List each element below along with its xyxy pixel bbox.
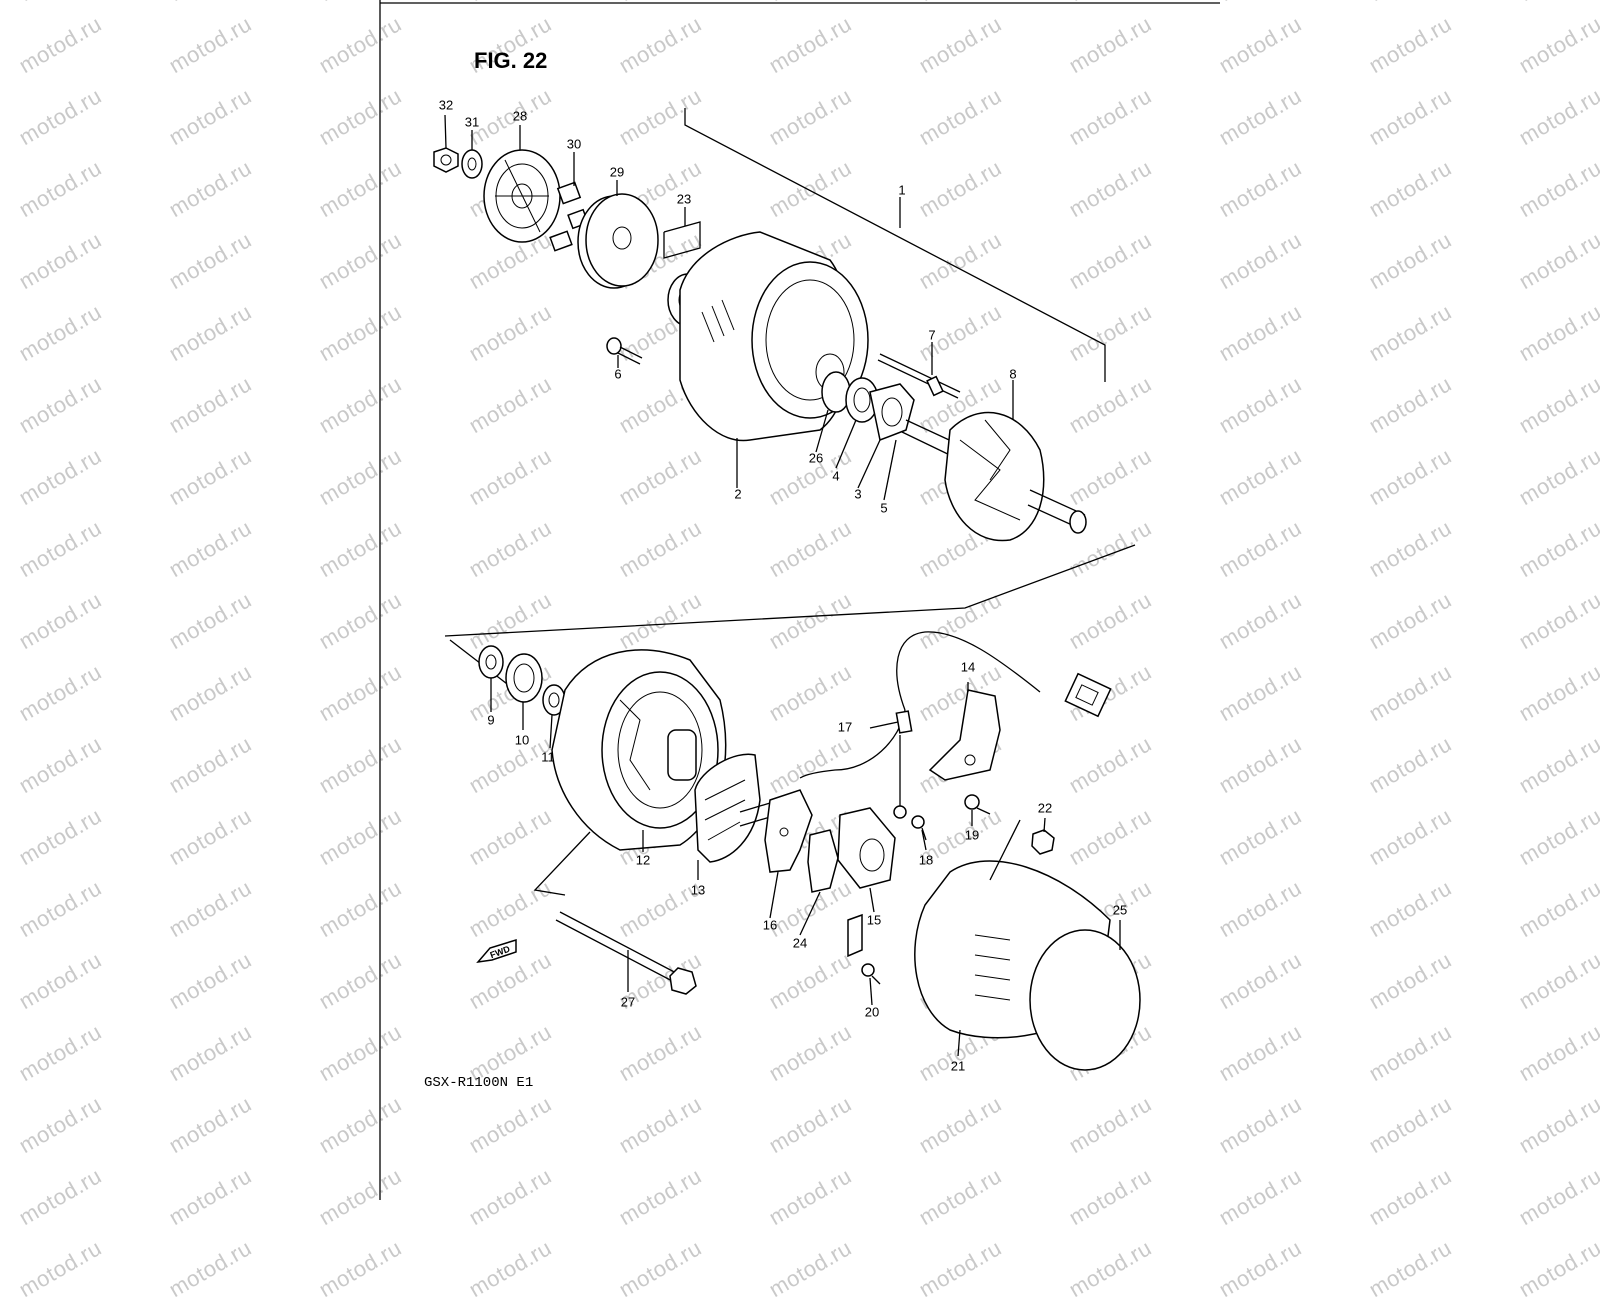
callout-23: 23 — [676, 191, 692, 207]
fwd-arrow-icon — [476, 938, 517, 964]
callout-11: 11 — [541, 749, 555, 765]
callout-5: 5 — [880, 500, 888, 516]
bracket-part-14 — [928, 689, 1001, 781]
cover-part-29 — [577, 193, 659, 289]
screw-part-6 — [606, 337, 643, 365]
callout-7: 7 — [928, 327, 936, 343]
callout-27: 27 — [620, 994, 636, 1010]
callout-13: 13 — [690, 882, 706, 898]
model-designation: GSX-R1100N E1 — [424, 1075, 534, 1091]
cap-part-25 — [1029, 929, 1141, 1071]
watermark-text: motod.ru — [1514, 1235, 1600, 1303]
callout-18: 18 — [918, 852, 934, 868]
spacer-part-30 — [549, 181, 589, 252]
exploded-view-drawing — [379, 0, 1220, 1200]
callout-9: 9 — [487, 712, 495, 728]
watermark-text: motod.ru — [14, 1235, 106, 1303]
callout-22: 22 — [1037, 800, 1053, 816]
callout-31: 31 — [464, 114, 480, 130]
bearing-part-10 — [505, 653, 543, 703]
callout-20: 20 — [864, 1004, 880, 1020]
watermark-text: motod.ru — [764, 1235, 856, 1303]
brush-holder-part-16 — [764, 789, 813, 873]
bolt-guide-line — [533, 831, 591, 896]
figure-title: FIG. 22 — [474, 48, 548, 73]
callout-19: 19 — [964, 827, 980, 843]
watermark-text: motod.ru — [1364, 1235, 1456, 1303]
screw-part-19 — [964, 794, 991, 815]
watermark-text: motod.ru — [164, 1235, 256, 1303]
watermark-text: motod.ru — [614, 1235, 706, 1303]
washer-part-9 — [478, 645, 504, 679]
callout-12: 12 — [635, 852, 651, 868]
watermark-text: motod.ru — [464, 1235, 556, 1303]
watermark-text: motod.ru — [914, 1235, 1006, 1303]
clip-part-20 — [847, 913, 881, 985]
callout-17: 17 — [837, 719, 853, 735]
callout-3: 3 — [854, 486, 862, 502]
washer-part-31 — [461, 149, 483, 179]
callout-8: 8 — [1009, 366, 1017, 382]
callout-14: 14 — [960, 659, 976, 675]
rotor-part-8 — [901, 411, 1087, 542]
leader-lines — [444, 114, 1121, 1057]
insulator-part-24 — [807, 829, 839, 893]
callout-32: 32 — [438, 97, 454, 113]
watermark-text: motod.ru — [314, 1235, 406, 1303]
screw-part-18 — [911, 815, 927, 841]
callout-21: 21 — [950, 1058, 966, 1074]
callout-1: 1 — [898, 182, 906, 198]
wire-lead-part-17 — [799, 631, 1112, 819]
ring-part-4 — [845, 377, 879, 423]
callout-24: 24 — [792, 935, 808, 951]
callout-15: 15 — [866, 912, 882, 928]
retainer-part-3-5 — [869, 383, 915, 442]
callout-30: 30 — [566, 136, 582, 152]
stud-part-7 — [877, 353, 961, 399]
callout-2: 2 — [734, 486, 742, 502]
callout-6: 6 — [614, 366, 622, 382]
nut-part-32 — [433, 147, 459, 173]
nut-part-22 — [1031, 829, 1055, 855]
callout-4: 4 — [832, 468, 840, 484]
callout-26: 26 — [808, 450, 824, 466]
watermark-text: motod.ru — [1214, 1235, 1306, 1303]
diagram-page: motod.ru motod.ru motod.ru motod.ru motod.ru… — [15, 0, 1600, 1302]
watermark-text: motod.ru — [1064, 1235, 1156, 1303]
rectifier-part-13 — [694, 753, 781, 863]
assembly-bracket-1 — [684, 108, 1106, 382]
pulley-part-28 — [483, 149, 561, 243]
rear-housing-part-12 — [551, 649, 727, 851]
regulator-part-15 — [837, 807, 896, 889]
assembly-link-line — [444, 544, 1136, 637]
callout-16: 16 — [762, 917, 778, 933]
callout-29: 29 — [609, 164, 625, 180]
bolt-part-27 — [555, 911, 697, 995]
callout-28: 28 — [512, 108, 528, 124]
callout-10: 10 — [514, 732, 530, 748]
callout-25: 25 — [1112, 902, 1128, 918]
